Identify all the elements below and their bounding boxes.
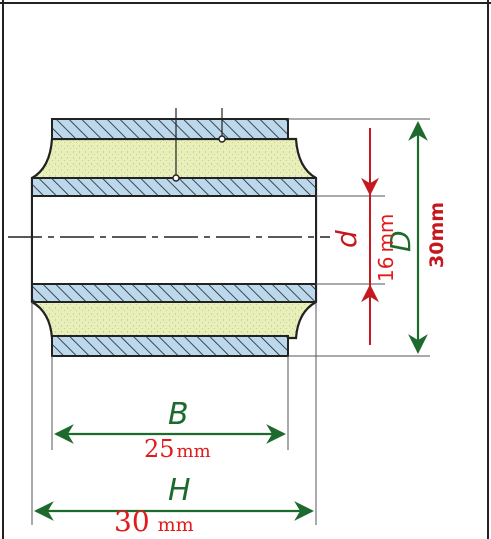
label-B: B [168,397,189,432]
label-D: D [384,230,417,252]
value-H-unit: mm [158,514,194,536]
leader-dot-inner [172,174,180,182]
label-d: d [330,230,363,248]
value-D: 30mm [426,202,448,268]
value-B-unit: mm [177,441,211,462]
bore [31,195,317,285]
value-d-unit: mm [374,214,398,253]
inner-sleeve-bottom [31,283,317,303]
leader-dot-outer [218,135,226,143]
outer-sleeve-top [51,118,289,140]
label-H: H [168,473,191,508]
value-d: 16mm [374,214,398,282]
outer-sleeve-bottom [51,335,289,357]
